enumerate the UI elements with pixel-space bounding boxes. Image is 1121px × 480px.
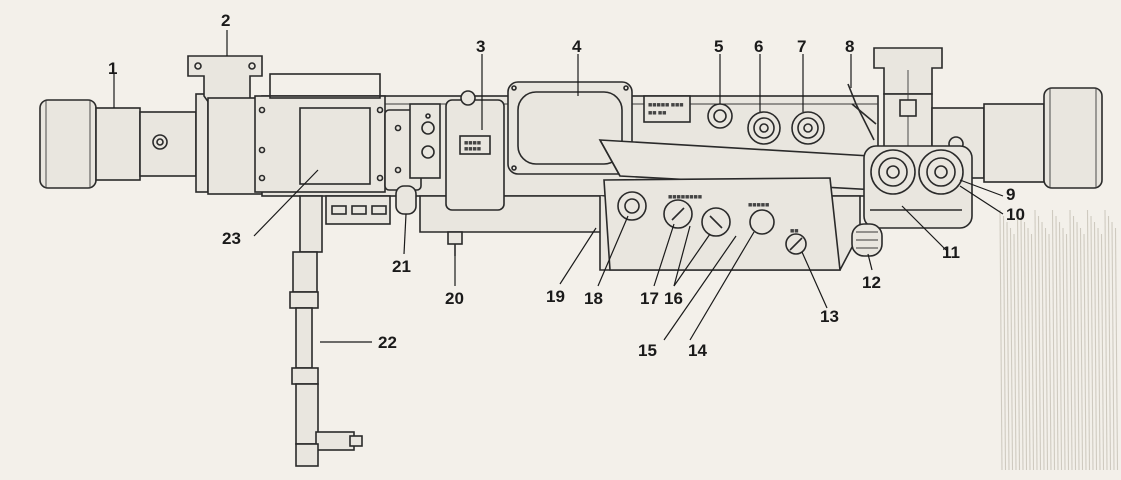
indicator-panel [409, 103, 441, 179]
callout-5: 5 [714, 37, 723, 56]
svg-text:■■ ■■: ■■ ■■ [648, 111, 666, 116]
svg-text:■■■■: ■■■■ [464, 147, 481, 152]
callout-1: 1 [108, 59, 117, 78]
callout-20: 20 [445, 289, 464, 308]
dial-6 [747, 111, 781, 145]
cover-plate: ■■■■ ■■■■ [445, 90, 505, 211]
callout-3: 3 [476, 37, 485, 56]
callout-14: 14 [688, 341, 707, 360]
eyepiece-cluster [863, 145, 973, 229]
dial-5 [707, 103, 733, 129]
callout-11: 11 [942, 243, 960, 262]
callout-23: 23 [222, 229, 241, 248]
name-plate: ■■■■■ ■■■ ■■ ■■ [643, 95, 691, 123]
callout-16: 16 [664, 289, 683, 308]
svg-text:■■: ■■ [790, 229, 799, 234]
callout-7: 7 [797, 37, 806, 56]
adjusting-knob-20 [447, 231, 463, 256]
callout-12: 12 [862, 273, 881, 292]
callout-10: 10 [1006, 205, 1025, 224]
window-frame [507, 81, 633, 175]
svg-text:■■■■: ■■■■ [464, 141, 481, 146]
page-bleed-texture [999, 209, 1119, 471]
callout-19: 19 [546, 287, 565, 306]
callout-4: 4 [572, 37, 582, 56]
callout-22: 22 [378, 333, 397, 352]
svg-text:■■■■■■■■: ■■■■■■■■ [668, 195, 702, 200]
callout-6: 6 [754, 37, 763, 56]
dial-7 [791, 111, 825, 145]
lower-control-panel: ■■■■■■■■ ■■■■■ ■■ [603, 177, 841, 271]
svg-text:■■■■■ ■■■: ■■■■■ ■■■ [648, 103, 683, 108]
lever-8 [847, 83, 877, 141]
connector-cable-assembly [289, 195, 363, 467]
callout-17: 17 [640, 289, 659, 308]
focus-knob-12 [851, 223, 883, 257]
callout-8: 8 [845, 37, 854, 56]
left-housing-box [254, 73, 422, 193]
callout-15: 15 [638, 341, 657, 360]
callout-labels: 1 2 3 4 5 6 7 8 9 10 11 12 13 14 15 16 1… [108, 11, 1025, 360]
svg-text:■■■■■: ■■■■■ [748, 203, 769, 208]
callout-18: 18 [584, 289, 603, 308]
callout-13: 13 [820, 307, 839, 326]
left-end-window-assembly [39, 99, 197, 189]
callout-9: 9 [1006, 185, 1015, 204]
callout-2: 2 [221, 11, 230, 30]
callout-21: 21 [392, 257, 411, 276]
leader-lines [113, 30, 1004, 343]
terminal-block [325, 185, 417, 225]
